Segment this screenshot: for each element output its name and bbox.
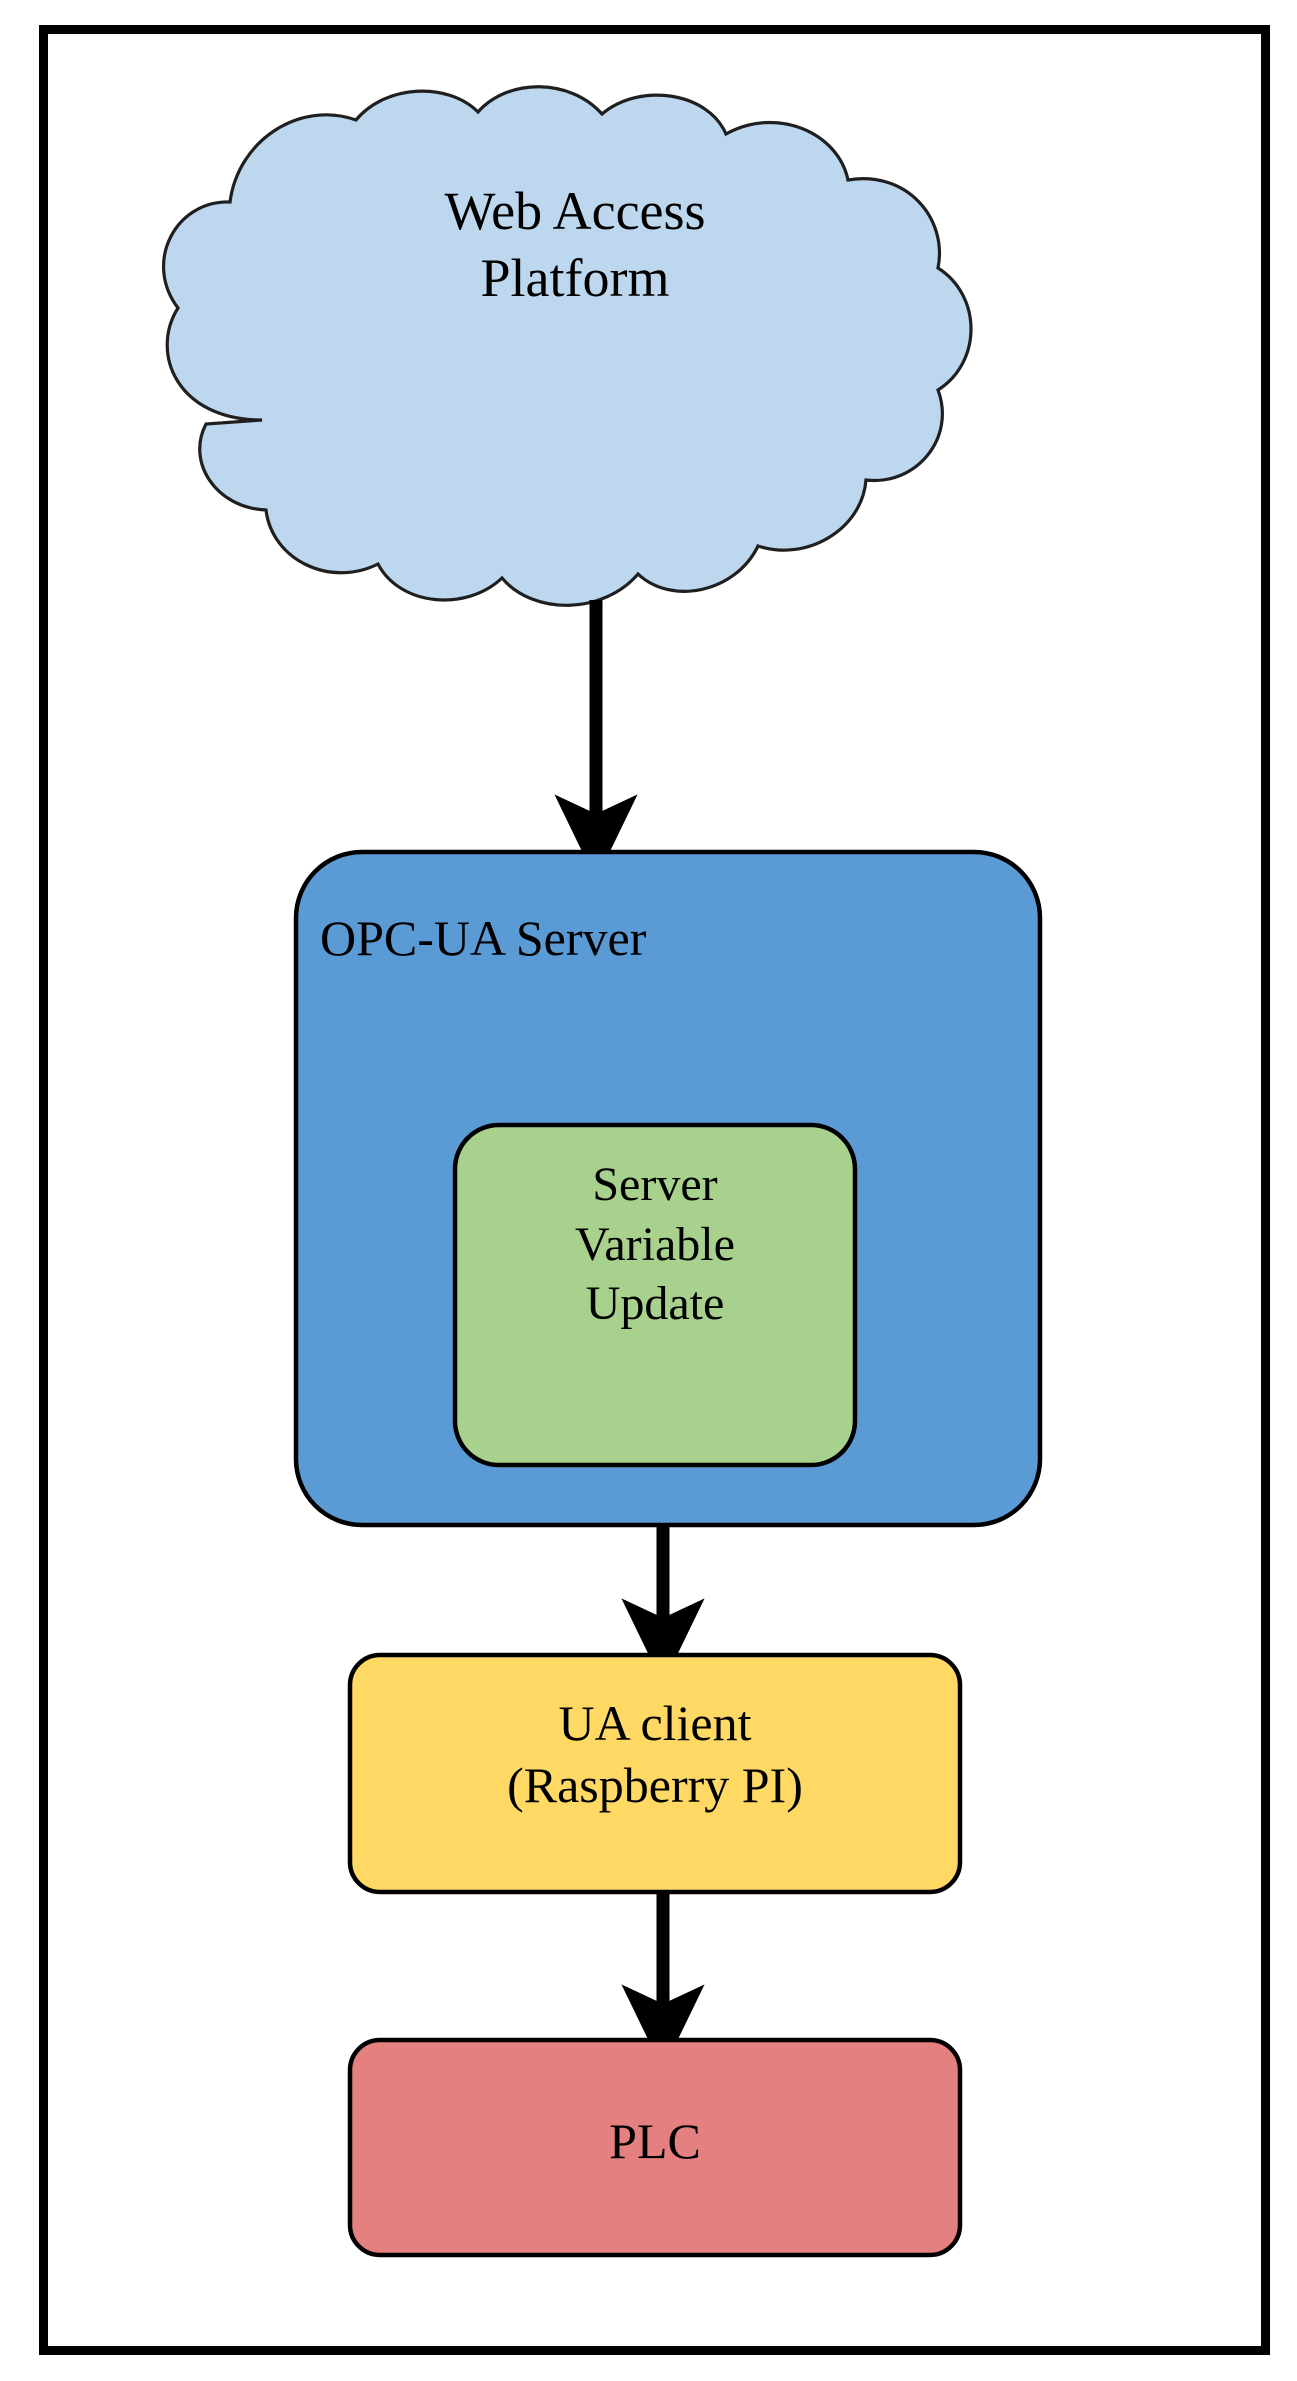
node-server-variable-update[interactable] [452, 1122, 858, 1468]
node-web-access-platform[interactable] [161, 85, 973, 607]
node-plc[interactable] [347, 2037, 963, 2258]
node-ua-client[interactable] [347, 1652, 963, 1895]
